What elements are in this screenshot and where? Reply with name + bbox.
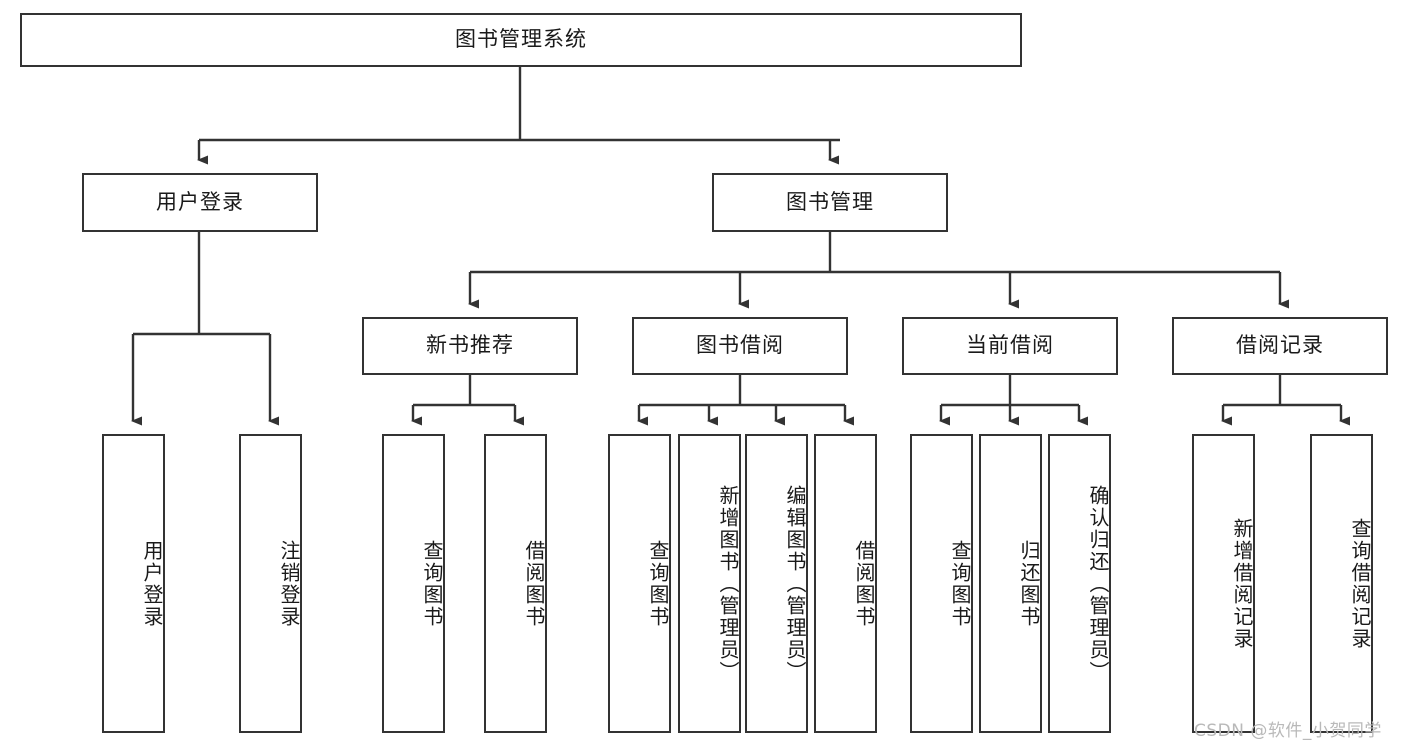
node-leaf-borrow-book-new[interactable]: 借阅图书 xyxy=(484,434,547,733)
node-leaf-query-borrow-record[interactable]: 查询借阅记录 xyxy=(1310,434,1373,733)
node-leaf-user-login[interactable]: 用户登录 xyxy=(102,434,165,733)
node-leaf-confirm-return-admin[interactable]: 确认归还（管理员） xyxy=(1048,434,1111,733)
node-leaf-add-book-admin[interactable]: 新增图书（管理员） xyxy=(678,434,741,733)
node-leaf-logout-login[interactable]: 注销登录 xyxy=(239,434,302,733)
node-current-borrow[interactable]: 当前借阅 xyxy=(902,317,1118,375)
node-book-borrow[interactable]: 图书借阅 xyxy=(632,317,848,375)
node-leaf-add-borrow-record[interactable]: 新增借阅记录 xyxy=(1192,434,1255,733)
node-leaf-query-book-new[interactable]: 查询图书 xyxy=(382,434,445,733)
node-leaf-borrow-book[interactable]: 借阅图书 xyxy=(814,434,877,733)
node-leaf-query-book-current[interactable]: 查询图书 xyxy=(910,434,973,733)
node-user-login[interactable]: 用户登录 xyxy=(82,173,318,232)
node-borrow-record[interactable]: 借阅记录 xyxy=(1172,317,1388,375)
node-leaf-edit-book-admin[interactable]: 编辑图书（管理员） xyxy=(745,434,808,733)
node-leaf-query-book-borrow[interactable]: 查询图书 xyxy=(608,434,671,733)
csdn-watermark: CSDN @软件_小贺同学 xyxy=(1194,721,1382,741)
node-new-book-recommend[interactable]: 新书推荐 xyxy=(362,317,578,375)
node-book-management[interactable]: 图书管理 xyxy=(712,173,948,232)
node-leaf-return-book[interactable]: 归还图书 xyxy=(979,434,1042,733)
node-root-book-management-system[interactable]: 图书管理系统 xyxy=(20,13,1022,67)
